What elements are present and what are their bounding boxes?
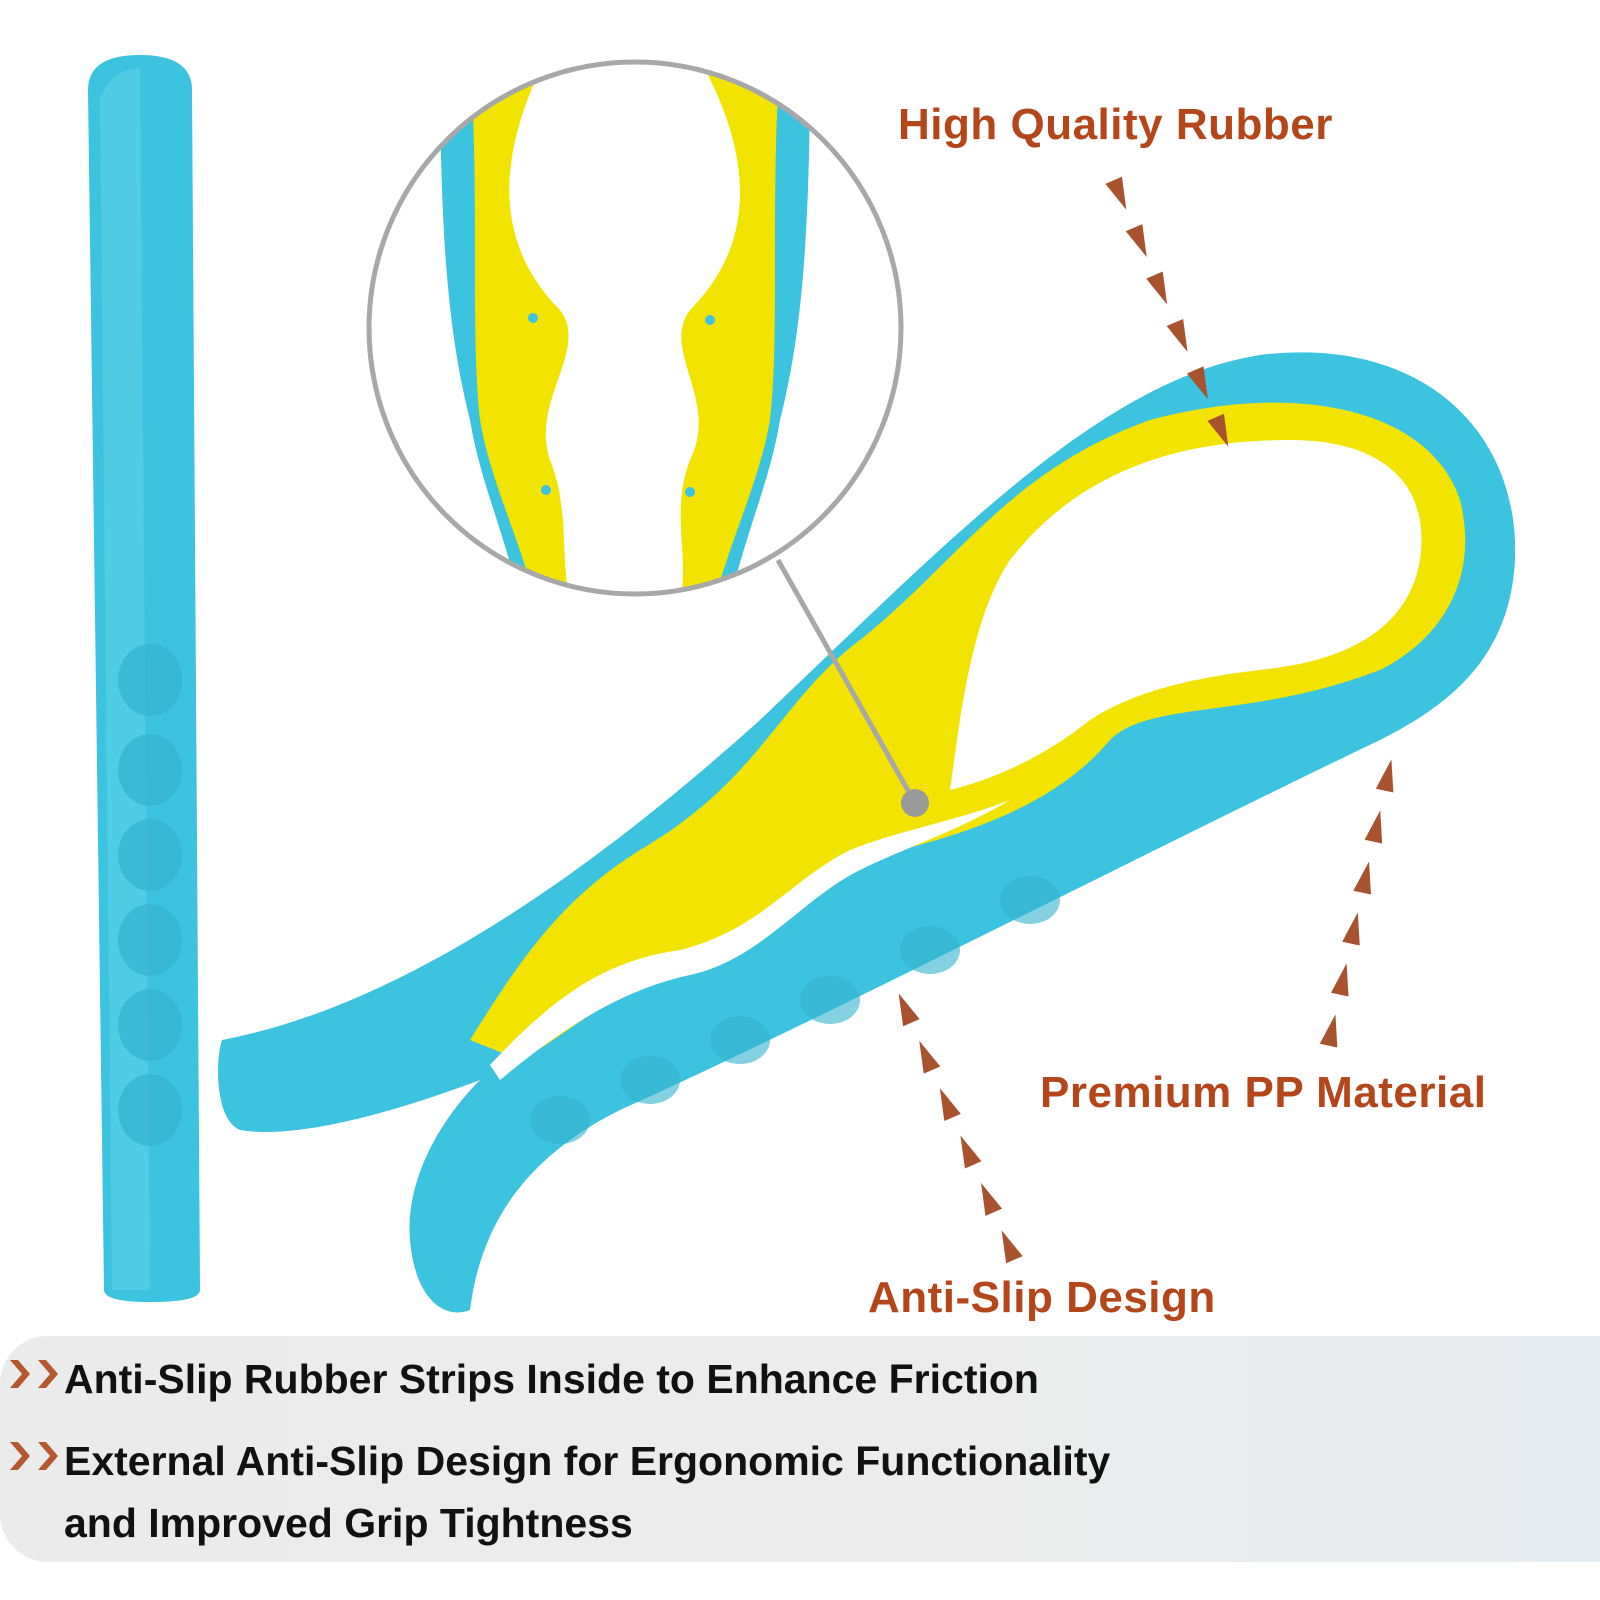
arrow-triangle (939, 1088, 961, 1122)
arrow-triangle (898, 993, 920, 1027)
arrow-triangle (1146, 271, 1168, 305)
arrow-triangle (1125, 224, 1147, 258)
arrow-triangle (919, 1040, 941, 1074)
arrow-triangle (1342, 912, 1360, 946)
feature-text: External Anti-Slip Design for Ergonomic … (64, 1438, 1111, 1484)
magnifier-detail (366, 59, 929, 817)
callout-high-quality-rubber: High Quality Rubber (898, 100, 1333, 149)
arrow-triangle (1375, 759, 1394, 793)
feature-text-continued: and Improved Grip Tightness (64, 1500, 633, 1546)
features-panel (0, 1336, 1600, 1562)
feature-item: External Anti-Slip Design for Ergonomic … (8, 1430, 1110, 1554)
arrow-triangle (1105, 176, 1127, 210)
callout-anti-slip-design: Anti-Slip Design (868, 1273, 1216, 1322)
double-chevron-icon (10, 1442, 58, 1470)
magnifier-pointer (775, 558, 918, 805)
jar-opener (217, 352, 1516, 1313)
double-chevron-icon (10, 1360, 58, 1388)
magnifier-ring (366, 59, 904, 597)
arrow-triangle (1207, 413, 1229, 447)
arrow-triangle (960, 1135, 982, 1169)
arrow-triangle (981, 1182, 1003, 1216)
arrow-triangle (1001, 1230, 1023, 1264)
arrow-triangle (1319, 1014, 1338, 1048)
arrow-triangle (1330, 963, 1349, 997)
callout-premium-pp-material: Premium PP Material (1040, 1068, 1487, 1117)
callout-arrows (898, 176, 1394, 1264)
feature-item: Anti-Slip Rubber Strips Inside to Enhanc… (8, 1348, 1039, 1410)
feature-text: Anti-Slip Rubber Strips Inside to Enhanc… (64, 1356, 1039, 1402)
arrow-triangle (1364, 810, 1383, 844)
arrow-triangle (1187, 366, 1208, 400)
arrow-triangle (1353, 861, 1371, 895)
opener-side-view (88, 55, 200, 1302)
magnifier-pointer-dot (901, 789, 929, 817)
arrow-triangle (1166, 318, 1188, 352)
